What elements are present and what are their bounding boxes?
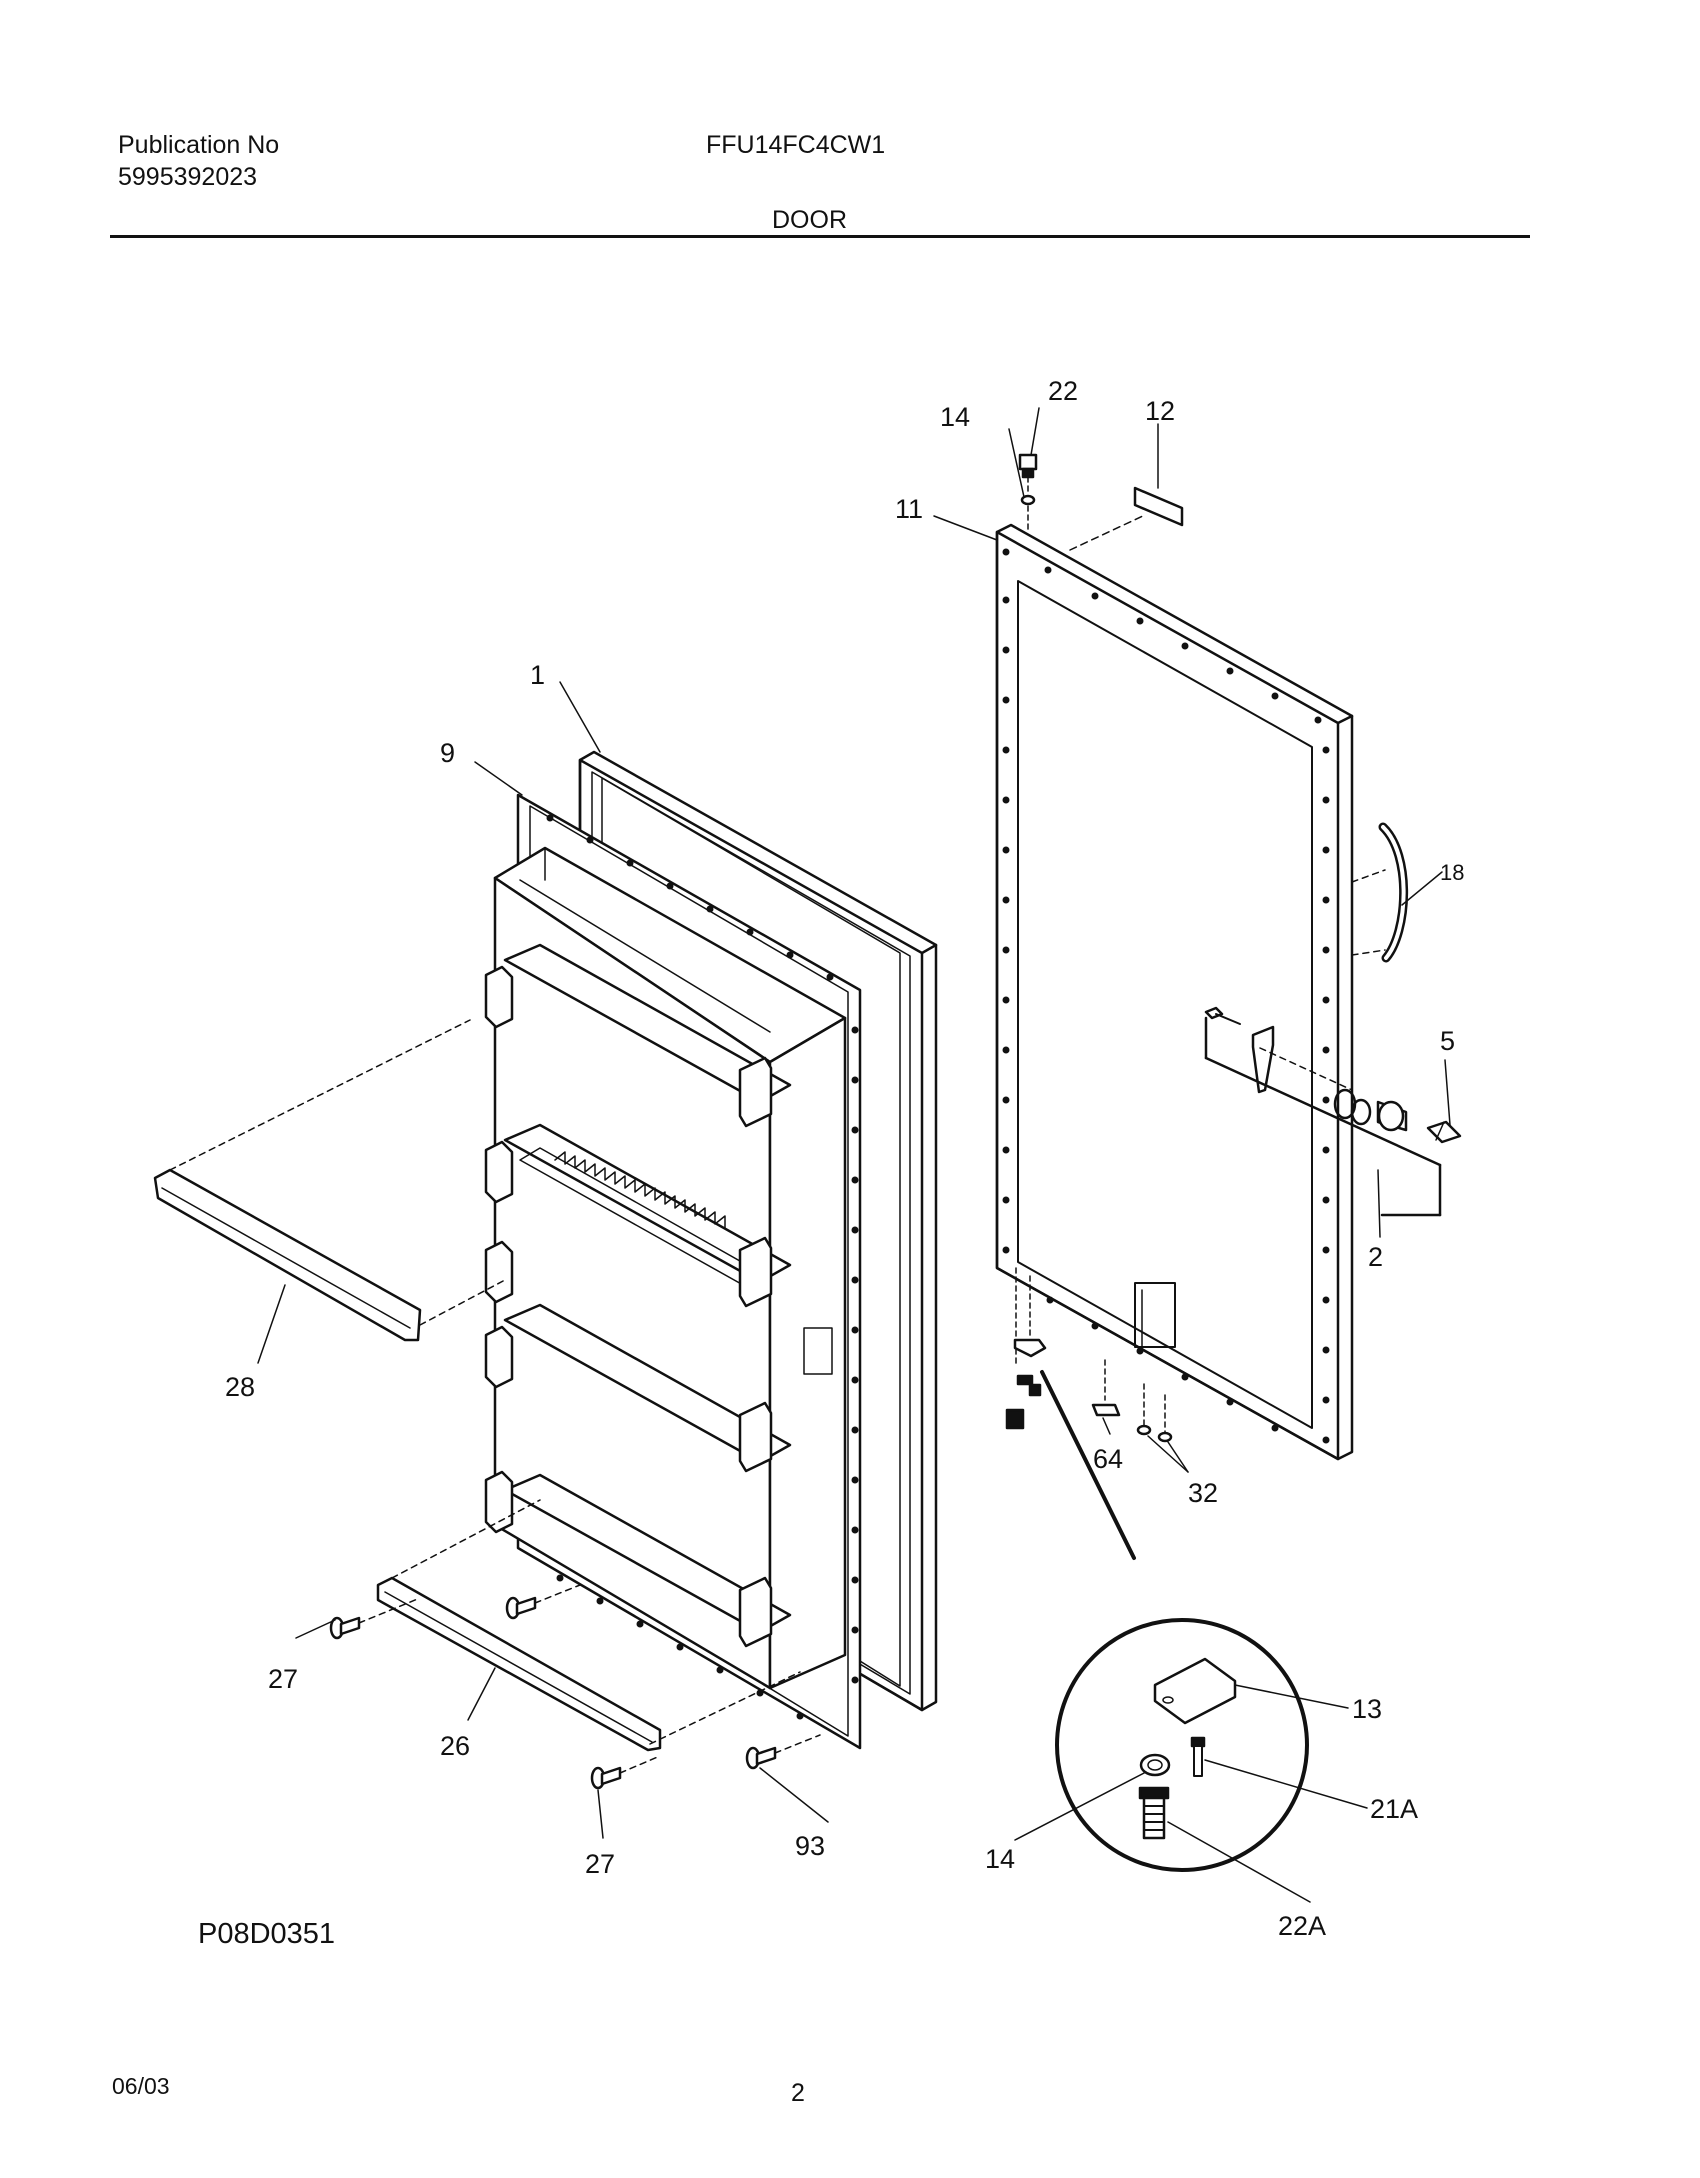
callout-27-lower: 27 <box>585 1849 615 1879</box>
page-number: 2 <box>791 2079 805 2107</box>
pins <box>329 1584 821 1790</box>
callout-13: 13 <box>1352 1694 1382 1724</box>
frame-holes <box>546 814 859 1720</box>
callout-11: 11 <box>895 494 923 524</box>
callout-9: 9 <box>440 738 455 768</box>
callout-12: 12 <box>1145 396 1175 426</box>
bottom-parts <box>1005 1267 1173 1560</box>
callout-labels: 22 14 12 11 1 9 18 5 2 28 64 32 27 26 27… <box>225 376 1464 1941</box>
leader-lines <box>257 407 1451 1903</box>
callout-21a: 21A <box>1370 1794 1418 1824</box>
drawing-code: P08D0351 <box>198 1918 336 1950</box>
callout-22a: 22A <box>1278 1911 1326 1941</box>
callout-64: 64 <box>1093 1444 1123 1474</box>
shelf-bar-26 <box>376 1499 801 1752</box>
callout-27-upper: 27 <box>268 1664 298 1694</box>
header-rule <box>110 235 1530 238</box>
callout-26: 26 <box>440 1731 470 1761</box>
door-handle <box>1351 822 1409 963</box>
section-title: DOOR <box>772 206 847 234</box>
hinge-detail-circle <box>1055 1618 1309 1872</box>
callout-28: 28 <box>225 1372 255 1402</box>
lock-assembly <box>1204 1006 1462 1217</box>
callout-18: 18 <box>1440 860 1464 885</box>
footer-date: 06/03 <box>112 2073 170 2099</box>
callout-2: 2 <box>1368 1242 1383 1272</box>
callout-14-top: 14 <box>940 402 970 432</box>
callout-93: 93 <box>795 1831 825 1861</box>
callout-14-detail: 14 <box>985 1844 1015 1874</box>
callout-5: 5 <box>1440 1026 1455 1056</box>
model-number: FFU14FC4CW1 <box>706 131 886 159</box>
inner-door-liner <box>484 846 847 1690</box>
top-plug-parts <box>1018 453 1184 551</box>
outer-panel-holes <box>1002 548 1330 1444</box>
callout-22: 22 <box>1048 376 1078 406</box>
callout-32: 32 <box>1188 1478 1218 1508</box>
publication-number: 5995392023 <box>118 163 258 191</box>
callout-1: 1 <box>530 660 545 690</box>
shelf-bar-28 <box>153 1019 506 1342</box>
publication-label: Publication No <box>118 131 280 159</box>
outer-door-panel <box>995 523 1354 1461</box>
